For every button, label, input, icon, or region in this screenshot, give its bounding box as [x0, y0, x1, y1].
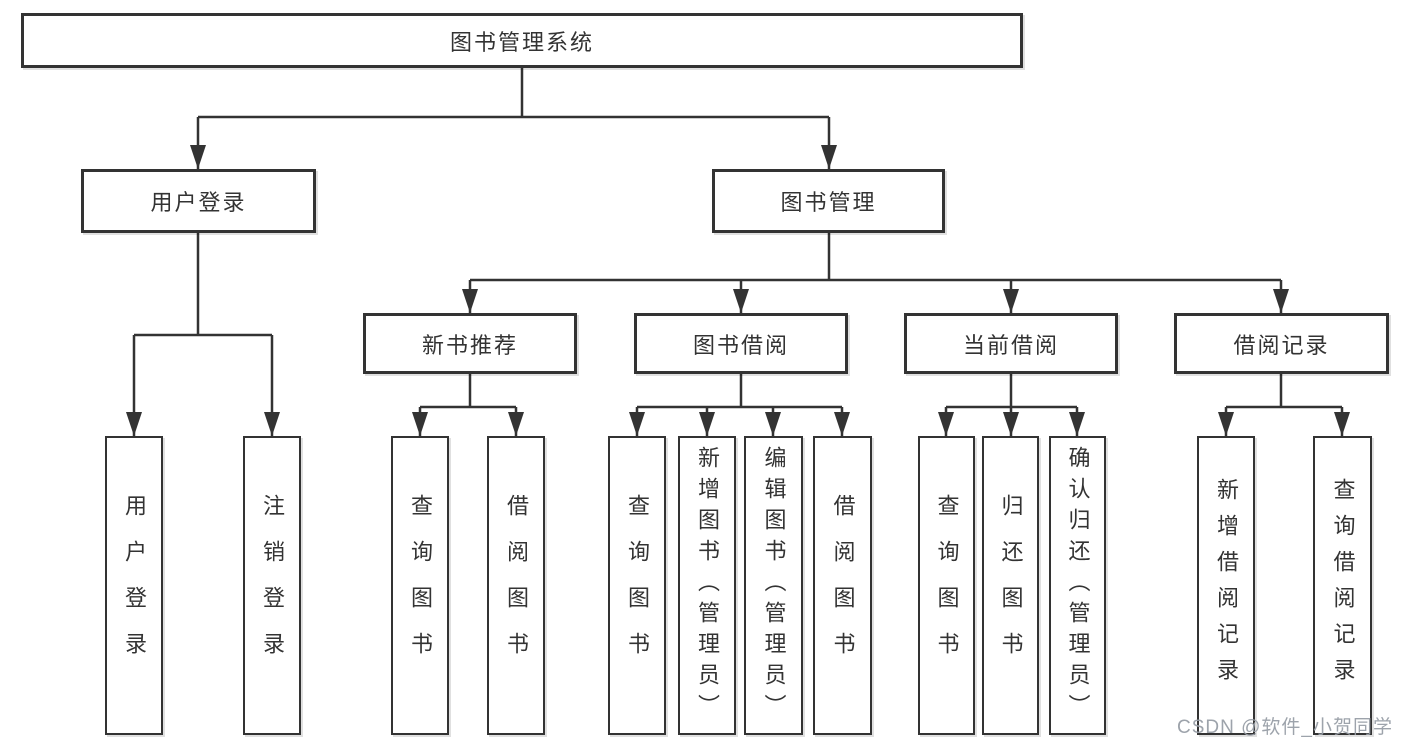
leaf-logout: 注销登录 [243, 436, 301, 735]
node-current-borrowing: 当前借阅 [904, 313, 1118, 374]
leaf-borrow-add-books-admin: 新增图书（管理员） [678, 436, 736, 735]
leaf-records-add-record: 新增借阅记录 [1197, 436, 1255, 735]
leaf-borrow-edit-books-admin: 编辑图书（管理员） [744, 436, 803, 735]
leaf-current-return-books: 归还图书 [982, 436, 1039, 735]
leaf-user-login: 用户登录 [105, 436, 163, 735]
node-book-borrowing: 图书借阅 [634, 313, 848, 374]
node-root-system: 图书管理系统 [21, 13, 1023, 68]
leaf-current-confirm-return-admin: 确认归还（管理员） [1049, 436, 1106, 735]
node-book-management: 图书管理 [712, 169, 945, 233]
leaf-borrow-query-books: 查询图书 [608, 436, 666, 735]
node-new-book-recommend: 新书推荐 [363, 313, 577, 374]
node-borrow-records: 借阅记录 [1174, 313, 1389, 374]
leaf-records-query-record: 查询借阅记录 [1313, 436, 1372, 735]
node-user-login: 用户登录 [81, 169, 316, 233]
arrowheads [126, 145, 1350, 436]
leaf-current-query-books: 查询图书 [918, 436, 975, 735]
csdn-watermark: CSDN @软件_小贺同学 [1177, 717, 1393, 738]
leaf-newbook-query-books: 查询图书 [391, 436, 449, 735]
leaf-borrow-borrow-books: 借阅图书 [813, 436, 872, 735]
leaf-newbook-borrow-books: 借阅图书 [487, 436, 545, 735]
